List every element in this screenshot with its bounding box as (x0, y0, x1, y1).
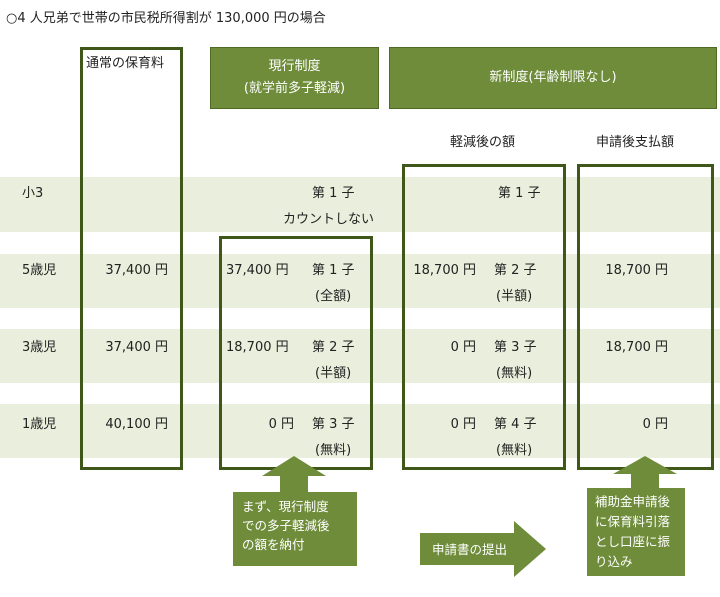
row-label: 1歳児 (22, 417, 57, 432)
current-rank: 第 1 子 (312, 263, 355, 278)
row-label: 3歳児 (22, 340, 57, 355)
row-band-sho3 (0, 177, 720, 232)
current-rank: 第 2 子 (312, 340, 355, 355)
new-note: (無料) (496, 366, 533, 381)
right-arrow-submit-icon (420, 521, 546, 577)
page-title: ○4 人兄弟で世帯の市民税所得割が 130,000 円の場合 (6, 11, 326, 26)
current-system-header-line2: (就学前多子軽減) (243, 81, 346, 96)
callout-pay-first-line2: での多子軽減後 (242, 518, 330, 533)
callout-refund-line4: り込み (595, 554, 633, 569)
reduced-amount-frame (402, 164, 566, 470)
current-system-header: 現行制度 (就学前多子軽減) (210, 47, 379, 109)
row-label: 5歳児 (22, 263, 57, 278)
payment-value: 18,700 円 (605, 263, 668, 278)
up-arrow-right-icon (613, 456, 677, 490)
current-note: (無料) (315, 443, 352, 458)
payment-value: 0 円 (642, 417, 668, 432)
new-rank: 第 4 子 (494, 417, 537, 432)
normal-fee-frame (80, 47, 183, 470)
current-note: (全額) (315, 289, 352, 304)
payment-value: 18,700 円 (605, 340, 668, 355)
new-amount: 0 円 (450, 417, 476, 432)
new-amount: 18,700 円 (413, 263, 476, 278)
normal-fee-value: 40,100 円 (105, 417, 168, 432)
current-amount: 37,400 円 (226, 263, 289, 278)
callout-pay-first-line3: の額を納付 (242, 537, 305, 552)
new-note: (無料) (496, 443, 533, 458)
callout-pay-first: まず、現行制度 での多子軽減後 の額を納付 (233, 492, 357, 566)
new-amount: 0 円 (450, 340, 476, 355)
payment-after-header: 申請後支払額 (596, 135, 675, 150)
up-arrow-left-icon (262, 456, 326, 494)
row-band-1sai (0, 404, 720, 458)
new-rank: 第 3 子 (494, 340, 537, 355)
callout-refund-line2: に保育料引落 (595, 514, 671, 529)
current-amount: 0 円 (268, 417, 294, 432)
normal-fee-header: 通常の保育料 (86, 56, 165, 71)
submit-application-label: 申請書の提出 (432, 542, 508, 557)
row-band-3sai (0, 329, 720, 383)
row-label: 小3 (22, 186, 44, 201)
new-system-header: 新制度(年齢制限なし) (389, 47, 717, 109)
new-system-header-label: 新制度(年齢制限なし) (489, 70, 617, 85)
callout-refund: 補助金申請後 に保育料引落 とし口座に振 り込み (587, 488, 685, 576)
current-system-header-line1: 現行制度 (268, 59, 321, 74)
current-rank: 第 1 子 (312, 186, 355, 201)
normal-fee-value: 37,400 円 (105, 340, 168, 355)
reduced-amount-header: 軽減後の額 (450, 135, 516, 150)
row-band-5sai (0, 254, 720, 308)
current-amount: 18,700 円 (226, 340, 289, 355)
current-note: (半額) (315, 366, 352, 381)
callout-refund-line3: とし口座に振 (595, 534, 671, 549)
new-rank: 第 2 子 (494, 263, 537, 278)
current-rank: 第 3 子 (312, 417, 355, 432)
callout-pay-first-line1: まず、現行制度 (242, 499, 329, 514)
current-note: カウントしない (283, 212, 375, 227)
new-note: (半額) (496, 289, 533, 304)
normal-fee-value: 37,400 円 (105, 263, 168, 278)
new-rank: 第 1 子 (498, 186, 541, 201)
callout-refund-line1: 補助金申請後 (595, 494, 671, 509)
